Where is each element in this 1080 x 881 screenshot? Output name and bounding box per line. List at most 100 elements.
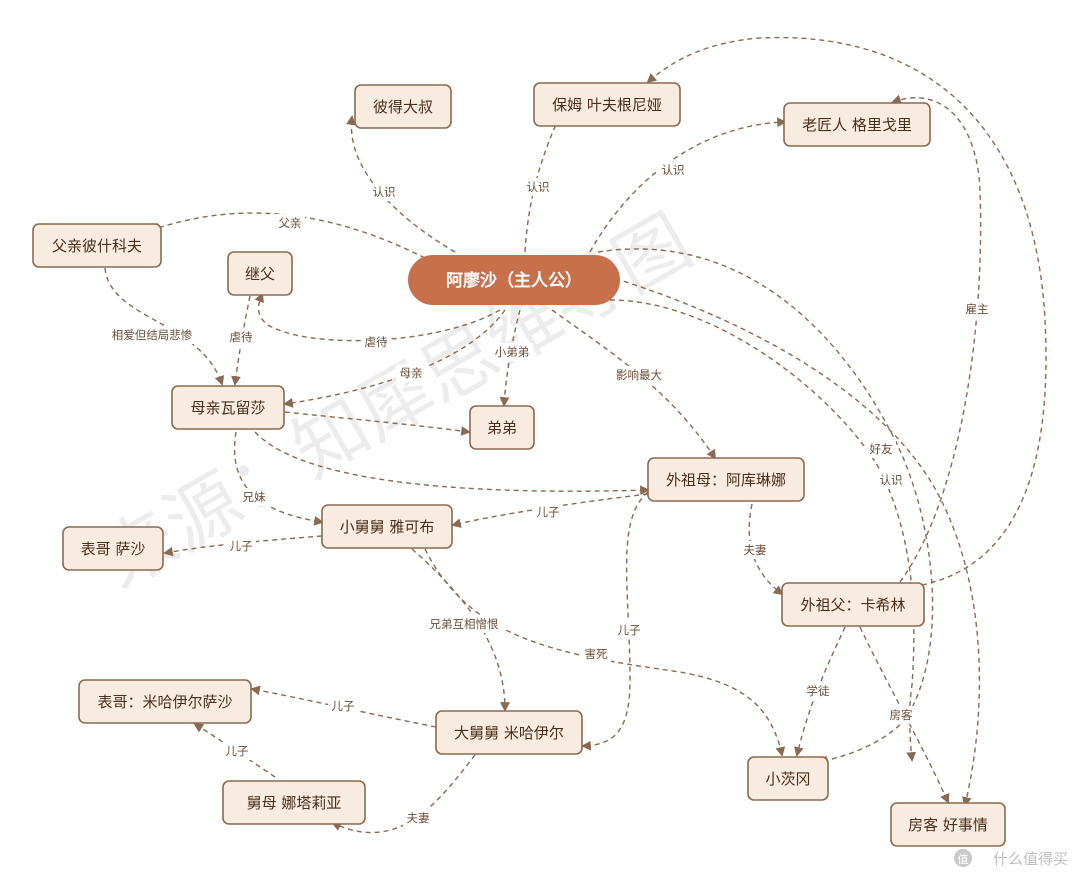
edge-grandfather-xiaozhuang bbox=[794, 626, 846, 757]
edge-label-center-grandmother: 影响最大 bbox=[612, 366, 666, 384]
node-old-craftsman-text: 老匠人 格里戈里 bbox=[802, 116, 912, 134]
edge-label-grandmother-elder-uncle: 儿子 bbox=[614, 621, 644, 639]
edge-center-xiaozhuang bbox=[597, 248, 934, 765]
node-cousin-mikhail-sasha[interactable]: 表哥：米哈伊尔萨沙 bbox=[78, 679, 252, 724]
edge-label-father-mother: 相爱但结局悲惨 bbox=[104, 326, 200, 344]
node-elder-uncle-text: 大舅舅 米哈伊尔 bbox=[454, 724, 564, 742]
edge-label-grandmother-grandfather-box bbox=[740, 541, 770, 559]
edge-label-mother-young-uncle-text: 兄妹 bbox=[243, 490, 266, 504]
node-mother-box bbox=[171, 385, 285, 430]
edges bbox=[104, 36, 1047, 834]
node-grandfather-text: 外祖父：卡希林 bbox=[800, 596, 905, 614]
edge-label-grandfather-tenant-text: 房客 bbox=[890, 708, 913, 722]
edge-elder-uncle-cousin bbox=[250, 685, 437, 728]
edge-label-grandfather-craftsman-box bbox=[962, 300, 992, 318]
node-old-craftsman[interactable]: 老匠人 格里戈里 bbox=[783, 102, 931, 147]
edge-label-center-brother-box bbox=[491, 343, 533, 361]
edge-label-grandfather-xiaozhuang-box bbox=[803, 682, 833, 700]
edge-label-center-peter-box bbox=[369, 183, 399, 201]
edge-label-young-uncle-sasha: 儿子 bbox=[226, 537, 256, 555]
edge-mother-brother bbox=[284, 411, 471, 436]
brand-logo-icon bbox=[954, 849, 972, 867]
edge-label-elder-uncle-aunt-box bbox=[403, 809, 433, 827]
edge-label-grandmother-young-uncle: 儿子 bbox=[533, 503, 563, 521]
node-nanny[interactable]: 保姆 叶夫根尼娅 bbox=[533, 82, 681, 127]
edge-center-peter bbox=[346, 115, 456, 253]
edge-label-stepfather-mother-text: 虐待 bbox=[230, 330, 253, 344]
node-young-uncle[interactable]: 小舅舅 雅可布 bbox=[321, 504, 453, 549]
edge-label-grandfather-tenant: 房客 bbox=[886, 706, 916, 724]
edge-label-center-mother: 母亲 bbox=[396, 364, 426, 382]
edge-label-grandmother-young-uncle-text: 儿子 bbox=[537, 505, 560, 519]
edge-label-center-mother-box bbox=[396, 364, 426, 382]
edge-label-aunt-cousin-box bbox=[222, 742, 252, 760]
edge-label-aunt-cousin: 儿子 bbox=[222, 742, 252, 760]
edge-label-center-tenant-text: 认识 bbox=[880, 473, 903, 487]
edge-label-center-stepfather-text: 虐待 bbox=[365, 335, 388, 349]
brand-logo-glyph: 值 bbox=[958, 853, 969, 866]
node-cousin-sasha[interactable]: 表哥 萨沙 bbox=[62, 526, 164, 571]
edge-label-center-xiaozhuang-text: 好友 bbox=[870, 442, 893, 456]
node-grandmother[interactable]: 外祖母：阿库琳娜 bbox=[647, 457, 805, 502]
edge-label-elder-uncle-aunt-text: 夫妻 bbox=[407, 811, 430, 825]
edge-label-center-tenant-box bbox=[876, 471, 906, 489]
node-tenant-box bbox=[890, 802, 1006, 847]
node-father-text: 父亲彼什科夫 bbox=[52, 237, 142, 255]
node-cousin-mikhail-sasha-box bbox=[78, 679, 252, 724]
edge-label-young-uncle-elder-uncle-box bbox=[425, 615, 503, 633]
node-brother[interactable]: 弟弟 bbox=[469, 405, 535, 450]
node-tenant[interactable]: 房客 好事情 bbox=[890, 802, 1006, 847]
edge-label-young-uncle-sasha-box bbox=[226, 537, 256, 555]
node-mother[interactable]: 母亲瓦留莎 bbox=[171, 385, 285, 430]
node-old-craftsman-box bbox=[783, 102, 931, 147]
node-young-uncle-text: 小舅舅 雅可布 bbox=[340, 518, 435, 536]
node-father[interactable]: 父亲彼什科夫 bbox=[32, 223, 162, 268]
edge-label-father-mother-box bbox=[104, 326, 200, 344]
node-young-uncle-box bbox=[321, 504, 453, 549]
node-uncle-peter-text: 彼得大叔 bbox=[373, 98, 433, 116]
edge-label-center-brother-text: 小弟弟 bbox=[495, 345, 530, 359]
edge-label-center-nanny: 认识 bbox=[523, 178, 553, 196]
edge-grandfather-nanny bbox=[646, 36, 1047, 586]
edge-elder-uncle-aunt bbox=[331, 754, 476, 834]
edge-center-craftsman bbox=[589, 117, 787, 253]
edge-label-center-grandmother-box bbox=[612, 366, 666, 384]
node-center-label: 阿廖沙（主人公） bbox=[446, 270, 582, 291]
node-elder-uncle[interactable]: 大舅舅 米哈伊尔 bbox=[435, 710, 583, 755]
edge-label-center-nanny-text: 认识 bbox=[527, 180, 550, 194]
node-xiaozhuang[interactable]: 小茨冈 bbox=[747, 756, 829, 801]
node-aunt-text: 舅母 娜塔莉亚 bbox=[247, 794, 342, 812]
edge-label-grandfather-xiaozhuang-text: 学徒 bbox=[807, 684, 830, 698]
node-center[interactable]: 阿廖沙（主人公） bbox=[408, 255, 620, 305]
node-tenant-text: 房客 好事情 bbox=[908, 816, 988, 834]
node-father-box bbox=[32, 223, 162, 268]
edge-label-center-brother: 小弟弟 bbox=[491, 343, 533, 361]
edge-label-young-uncle-sasha-text: 儿子 bbox=[230, 539, 253, 553]
edge-label-center-father-text: 父亲 bbox=[279, 216, 302, 230]
node-aunt[interactable]: 舅母 娜塔莉亚 bbox=[222, 780, 366, 825]
edge-label-young-uncle-xiaozhuang-box bbox=[581, 645, 611, 663]
edge-label-center-stepfather: 虐待 bbox=[361, 333, 391, 351]
node-brother-text: 弟弟 bbox=[487, 419, 517, 437]
edge-label-elder-uncle-cousin-box bbox=[328, 697, 358, 715]
node-center-box bbox=[408, 255, 620, 305]
node-grandfather[interactable]: 外祖父：卡希林 bbox=[781, 582, 925, 627]
edge-label-grandfather-craftsman: 雇主 bbox=[962, 300, 992, 318]
node-aunt-box bbox=[222, 780, 366, 825]
edge-label-grandmother-grandfather-text: 夫妻 bbox=[744, 543, 767, 557]
edge-label-stepfather-mother-box bbox=[226, 328, 256, 346]
edge-label-center-mother-text: 母亲 bbox=[400, 366, 423, 380]
edge-label-grandmother-grandfather: 夫妻 bbox=[740, 541, 770, 559]
edge-label-grandfather-xiaozhuang: 学徒 bbox=[803, 682, 833, 700]
edge-grandmother-grandfather bbox=[748, 503, 784, 596]
node-stepfather[interactable]: 继父 bbox=[227, 251, 293, 296]
edge-label-young-uncle-elder-uncle-text: 兄弟互相憎恨 bbox=[430, 617, 499, 631]
edge-grandmother-elder-uncle bbox=[581, 491, 649, 751]
edge-label-grandmother-elder-uncle-text: 儿子 bbox=[618, 623, 641, 637]
node-uncle-peter[interactable]: 彼得大叔 bbox=[354, 84, 452, 129]
edge-labels: 认识 认识 认识 父亲 虐待 虐待 相爱但结局悲惨 母亲 小弟弟 影响最大 雇主… bbox=[104, 161, 992, 827]
edge-young-uncle-xiaozhuang bbox=[424, 548, 786, 757]
edge-label-center-grandmother-text: 影响最大 bbox=[616, 368, 662, 382]
edge-label-aunt-cousin-text: 儿子 bbox=[226, 744, 249, 758]
node-grandmother-box bbox=[647, 457, 805, 502]
